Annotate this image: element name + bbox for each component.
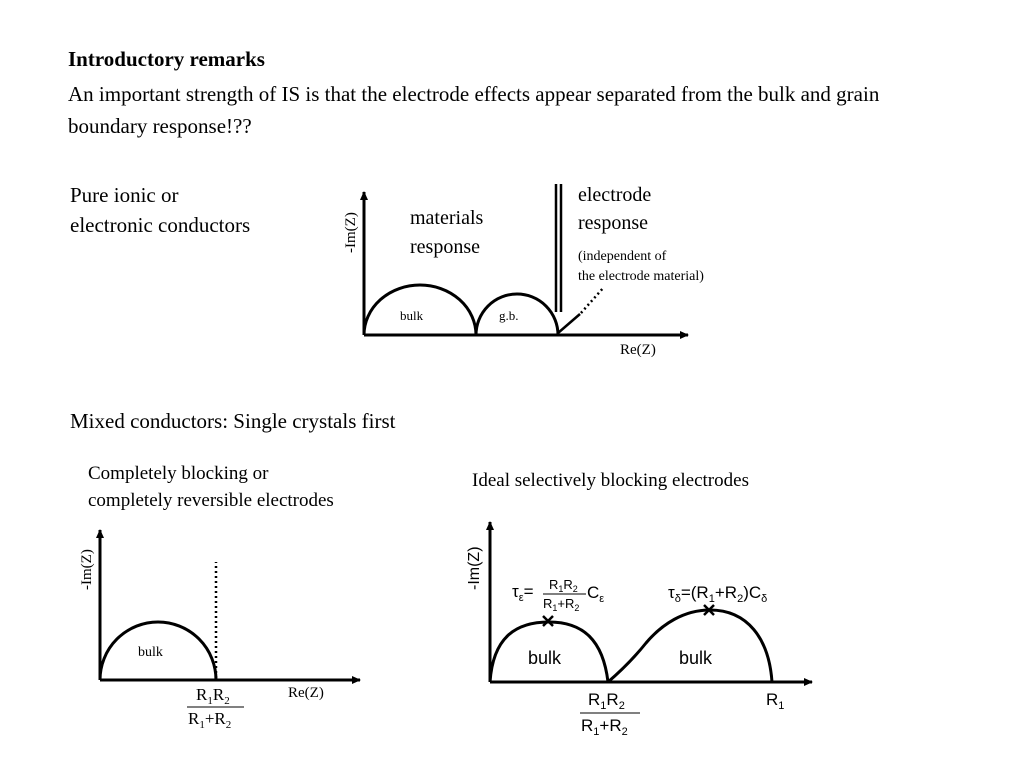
d1-gb-label: g.b.	[499, 308, 519, 323]
d1-electrode-dotted	[580, 286, 605, 314]
d3-r1-label: R1	[766, 690, 784, 712]
pure-conductors-line1: Pure ionic or	[70, 183, 179, 207]
d1-bulk-label: bulk	[400, 308, 424, 323]
d3-marker-x-1	[542, 615, 554, 627]
d2-y-axis-label: -Im(Z)	[79, 549, 95, 590]
blocking-electrodes-diagram: -Im(Z) Re(Z) bulk R1R2 R1+R2	[79, 529, 361, 731]
d2-fraction-numerator: R1R2	[196, 685, 230, 707]
d2-x-axis-label: Re(Z)	[288, 685, 324, 701]
d3-bulk-arc-2	[607, 608, 774, 684]
d1-y-axis-label: -Im(Z)	[343, 212, 359, 253]
d1-materials-line2: response	[410, 236, 480, 258]
svg-text:τε=: τε=	[512, 582, 534, 604]
selective-electrodes-diagram: -Im(Z) bulk bulk τε= R1R2 R1+R2 Cε τδ=(R…	[466, 521, 813, 738]
d3-bulk-label-2: bulk	[679, 648, 713, 668]
d3-bulk-label-1: bulk	[528, 648, 562, 668]
pure-conductor-nyquist-diagram: -Im(Z) Re(Z) materials response electrod…	[343, 184, 704, 358]
d1-electrode-solid	[557, 313, 581, 334]
left-caption-line2: completely reversible electrodes	[88, 490, 334, 511]
d1-electrode-line2: response	[578, 212, 648, 234]
d3-tau-eps-numerator: R1R2	[549, 577, 578, 594]
pure-conductors-label: Pure ionic or electronic conductors	[70, 180, 250, 240]
d2-bulk-arc	[98, 620, 218, 681]
d3-tau-delta-formula: τδ=(R1+R2)Cδ	[668, 583, 767, 605]
d1-note-line1: (independent of	[578, 249, 667, 264]
intro-paragraph: An important strength of IS is that the …	[68, 82, 880, 138]
pure-conductors-line2: electronic conductors	[70, 213, 251, 237]
heading-introductory-remarks: Introductory remarks	[68, 47, 265, 71]
d1-bulk-arc	[362, 283, 478, 336]
d3-y-axis-label: -Im(Z)	[466, 546, 483, 590]
d3-tau-eps-denominator: R1+R2	[543, 596, 579, 613]
d1-x-axis-label: Re(Z)	[620, 342, 656, 358]
d1-electrode-line1: electrode	[578, 184, 651, 206]
right-diagram-caption: Ideal selectively blocking electrodes	[472, 470, 749, 491]
d2-bulk-label: bulk	[138, 645, 163, 660]
left-caption-line1: Completely blocking or	[88, 463, 269, 484]
d3-marker-x-2	[703, 604, 715, 616]
left-diagram-caption: Completely blocking or completely revers…	[88, 460, 334, 514]
d1-materials-line1: materials	[410, 207, 484, 229]
mixed-conductors-title: Mixed conductors: Single crystals first	[70, 409, 396, 433]
d1-note-line2: the electrode material)	[578, 269, 704, 284]
svg-text:Cε: Cε	[587, 583, 604, 605]
d3-fraction-numerator: R1R2	[588, 690, 625, 712]
d1-gb-arc	[474, 292, 560, 336]
d3-tau-epsilon-formula: τε= R1R2 R1+R2 Cε	[512, 577, 604, 613]
d2-fraction-denominator: R1+R2	[188, 709, 231, 731]
d3-fraction-denominator: R1+R2	[581, 716, 628, 738]
